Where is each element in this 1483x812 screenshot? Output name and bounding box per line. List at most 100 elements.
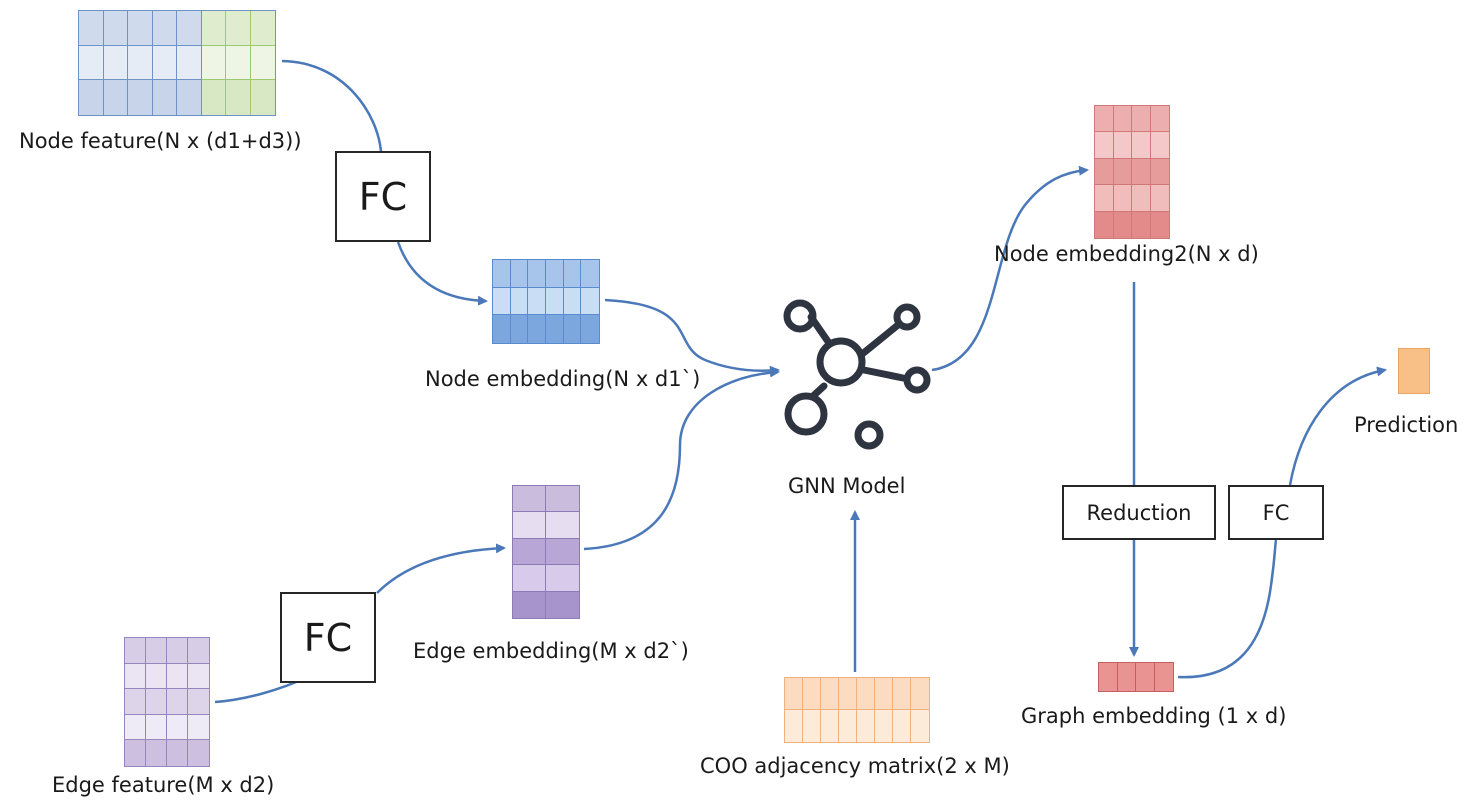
matrix-cell: [528, 260, 546, 288]
matrix-cell: [125, 689, 146, 715]
matrix-cell: [1095, 106, 1114, 133]
matrix-cell: [803, 710, 821, 742]
matrix-cell: [581, 287, 599, 316]
matrix-cell: [226, 11, 251, 46]
matrix-cell: [226, 80, 251, 115]
matrix-cell: [1113, 132, 1132, 159]
matrix-cell: [493, 287, 511, 316]
fc-top-box: FC: [335, 151, 431, 242]
matrix-cell: [1132, 106, 1151, 133]
edge-fc-to-prediction: [1288, 366, 1387, 486]
matrix-cell: [167, 638, 188, 664]
node-embedding-matrix: [492, 259, 600, 344]
matrix-cell: [875, 678, 893, 710]
matrix-cell: [546, 565, 579, 592]
graph-embedding-vector: [1098, 662, 1174, 692]
edge-fc-to-edge-embedding: [376, 543, 506, 594]
matrix-cell: [1150, 211, 1169, 238]
matrix-cell: [146, 689, 167, 715]
matrix-cell: [513, 512, 546, 539]
matrix-cell: [201, 45, 226, 81]
matrix-cell: [546, 538, 579, 566]
matrix-cell: [1154, 663, 1173, 691]
reduction-box: Reduction: [1062, 485, 1216, 540]
matrix-cell: [510, 315, 529, 343]
matrix-cell: [188, 638, 209, 664]
matrix-cell: [152, 11, 177, 46]
coo-matrix-label: COO adjacency matrix(2 x M): [700, 754, 1010, 778]
matrix-cell: [128, 80, 153, 115]
matrix-cell: [167, 714, 188, 741]
matrix-cell: [493, 260, 511, 288]
matrix-cell: [785, 710, 803, 742]
matrix-cell: [177, 45, 202, 81]
node-feature-label: Node feature(N x (d1+d3)): [19, 129, 302, 153]
matrix-cell: [1113, 185, 1132, 212]
matrix-cell: [803, 678, 821, 710]
matrix-cell: [1132, 158, 1151, 186]
matrix-cell: [79, 11, 104, 46]
matrix-cell: [1095, 185, 1114, 212]
matrix-cell: [581, 315, 599, 343]
matrix-cell: [125, 740, 146, 766]
matrix-cell: [128, 11, 153, 46]
matrix-cell: [893, 678, 911, 710]
matrix-cell: [146, 638, 167, 664]
matrix-cell: [250, 11, 275, 46]
matrix-cell: [1113, 158, 1132, 186]
matrix-cell: [857, 678, 875, 710]
matrix-cell: [911, 678, 929, 710]
matrix-cell: [563, 287, 582, 316]
matrix-cell: [146, 740, 167, 766]
matrix-cell: [103, 80, 128, 115]
matrix-cell: [528, 287, 546, 316]
edge-feature-label: Edge feature(M x d2): [52, 773, 275, 797]
edge-embedding-label: Edge embedding(M x d2`): [413, 639, 689, 663]
matrix-cell: [250, 80, 275, 115]
matrix-cell: [167, 663, 188, 690]
matrix-cell: [128, 45, 153, 81]
matrix-cell: [188, 714, 209, 741]
matrix-cell: [1136, 663, 1155, 691]
matrix-cell: [510, 287, 529, 316]
edge-gnn-to-node-embedding2: [931, 165, 1089, 372]
matrix-cell: [125, 638, 146, 664]
matrix-cell: [1095, 158, 1114, 186]
node-embedding-label: Node embedding(N x d1`): [425, 367, 701, 391]
network-graph-icon: [783, 299, 931, 450]
matrix-cell: [125, 663, 146, 690]
matrix-cell: [528, 315, 546, 343]
matrix-cell: [875, 710, 893, 742]
matrix-cell: [785, 678, 803, 710]
prediction-label: Prediction: [1354, 413, 1459, 437]
matrix-cell: [188, 740, 209, 766]
matrix-cell: [546, 512, 579, 539]
matrix-cell: [1099, 663, 1118, 691]
matrix-cell: [821, 710, 839, 742]
fc-bottom-box: FC: [280, 592, 376, 683]
matrix-cell: [167, 689, 188, 715]
edge-fc-to-node-embedding: [396, 241, 488, 306]
matrix-cell: [513, 538, 546, 566]
matrix-cell: [1150, 158, 1169, 186]
matrix-cell: [1132, 132, 1151, 159]
matrix-cell: [146, 663, 167, 690]
node-embedding2-matrix: [1094, 105, 1170, 239]
matrix-cell: [103, 45, 128, 81]
matrix-cell: [1113, 106, 1132, 133]
edge-graph-embedding-to-fc: [1177, 539, 1278, 679]
edge-embedding-matrix: [512, 485, 580, 619]
matrix-cell: [839, 710, 857, 742]
edge-node-feature-to-fc: [281, 59, 383, 153]
matrix-cell: [1113, 211, 1132, 238]
matrix-cell: [152, 80, 177, 115]
matrix-cell: [857, 710, 875, 742]
matrix-cell: [1150, 106, 1169, 133]
matrix-cell: [911, 710, 929, 742]
matrix-cell: [177, 80, 202, 115]
graph-embedding-label: Graph embedding (1 x d): [1021, 704, 1287, 728]
matrix-cell: [893, 710, 911, 742]
matrix-cell: [152, 45, 177, 81]
matrix-cell: [821, 678, 839, 710]
matrix-cell: [545, 287, 564, 316]
